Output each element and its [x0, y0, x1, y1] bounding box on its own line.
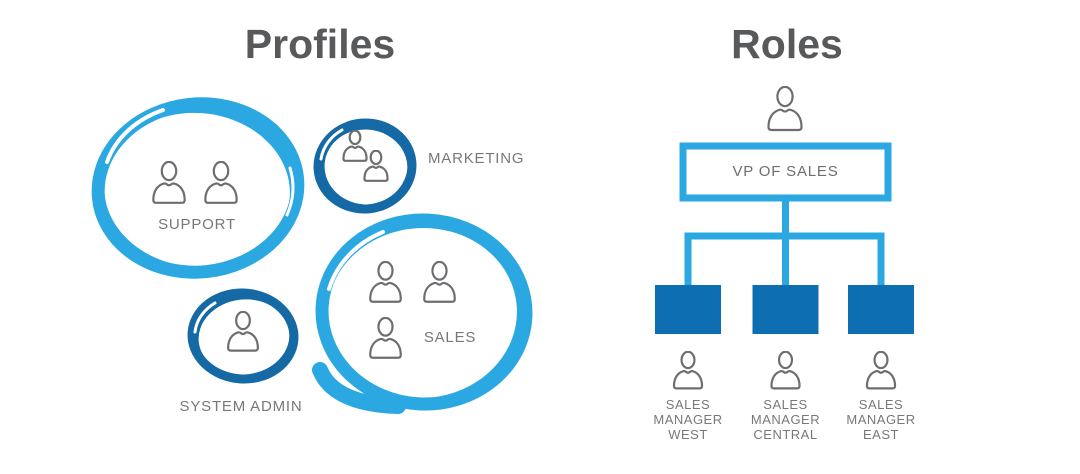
support-circle-highlight — [105, 108, 165, 164]
person-icon — [363, 150, 389, 182]
marketing-group-circle — [313, 118, 417, 214]
support-group-circle — [91, 97, 305, 279]
label-line: MANAGER — [750, 412, 821, 427]
system-admin-circle-stroke-2 — [193, 294, 295, 380]
system-admin-circle-highlight — [193, 301, 217, 334]
person-icon — [227, 311, 259, 352]
profiles-title: Profiles — [244, 21, 396, 67]
label-line: SALES — [665, 397, 711, 412]
person-icon — [342, 130, 368, 162]
label-line: MANAGER — [653, 412, 723, 427]
sales-label: SALES — [423, 329, 477, 346]
support-label: SUPPORT — [158, 216, 236, 233]
sales-circle-marker-blob — [312, 362, 406, 414]
person-icon — [369, 261, 402, 303]
sales-manager-central-box — [752, 285, 819, 334]
support-circle-highlight-2 — [285, 166, 295, 217]
system-admin-label: SYSTEM ADMIN — [179, 398, 303, 415]
vp-of-sales-label: VP OF SALES — [732, 163, 839, 180]
sales-manager-east-box — [848, 285, 914, 334]
vp-of-sales-box — [679, 142, 892, 202]
label-line: SALES — [763, 397, 808, 412]
label-line: MANAGER — [846, 412, 916, 427]
label-line: WEST — [668, 427, 708, 442]
marketing-circle-highlight — [319, 128, 344, 161]
org-chart — [655, 86, 914, 390]
sales-manager-west-box — [655, 285, 721, 334]
label-line: EAST — [863, 427, 899, 442]
label-line: CENTRAL — [753, 427, 818, 442]
person-icon — [866, 351, 896, 390]
person-icon — [369, 317, 402, 359]
system-admin-group-circle — [187, 288, 299, 384]
sales-circle-stroke-2 — [321, 221, 523, 405]
sales-circle-highlight — [327, 230, 385, 291]
label-line: SALES — [858, 397, 904, 412]
person-icon — [767, 86, 803, 132]
marketing-circle-stroke — [313, 118, 417, 214]
sales-group-circle — [312, 213, 533, 414]
sales-manager-east-label: SALES MANAGER EAST — [846, 397, 915, 442]
marketing-label: MARKETING — [428, 150, 525, 167]
person-icon — [204, 161, 238, 204]
sales-manager-central-label: SALES MANAGER CENTRAL — [751, 397, 820, 442]
roles-title: Roles — [731, 21, 843, 67]
person-icon — [673, 351, 703, 390]
support-circle-stroke — [91, 97, 305, 279]
sales-circle-stroke — [315, 213, 533, 411]
marketing-circle-stroke-2 — [319, 124, 413, 210]
person-icon — [152, 161, 186, 204]
person-icon — [423, 261, 456, 303]
person-icon — [770, 351, 801, 390]
system-admin-circle-stroke — [187, 288, 299, 384]
sales-manager-west-label: SALES MANAGER WEST — [653, 397, 722, 442]
